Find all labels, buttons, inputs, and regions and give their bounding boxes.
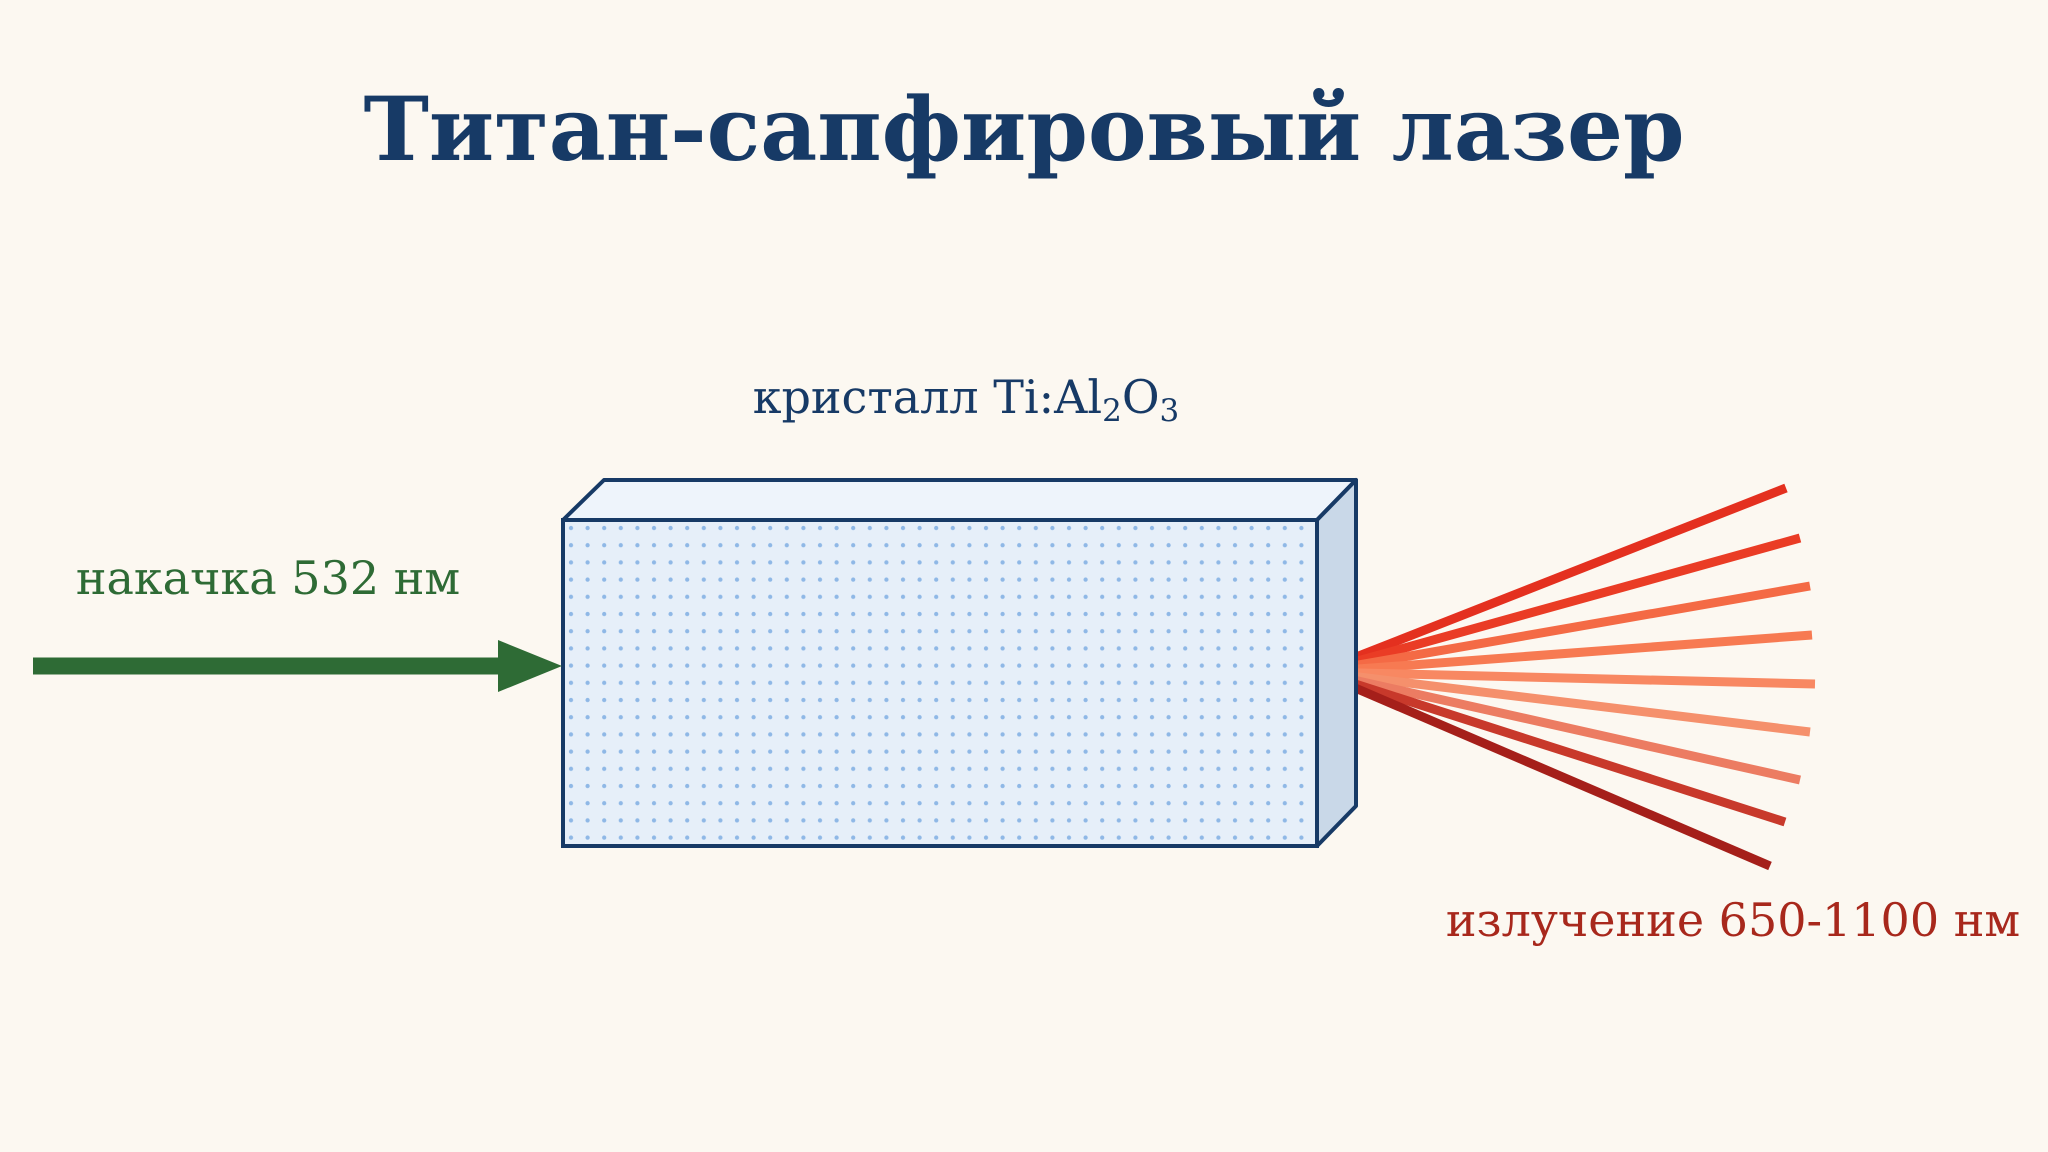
crystal-label-sub2: 3: [1160, 393, 1180, 429]
crystal-label-sub1: 2: [1102, 393, 1122, 429]
crystal-block: [561, 478, 1358, 848]
pump-arrow: [33, 640, 562, 692]
crystal-dot-pattern: [563, 520, 1317, 846]
emission-ray: [1317, 667, 1801, 785]
pump-label: накачка 532 нм: [76, 551, 460, 605]
crystal-label-mid: O: [1122, 370, 1160, 424]
emission-label: излучение 650-1100 нм: [1446, 893, 2020, 947]
emission-ray: [1317, 667, 1811, 737]
emission-ray: [1316, 667, 1787, 827]
crystal-side-face: [1315, 478, 1358, 848]
crystal-top-face: [561, 478, 1358, 522]
emission-ray: [1317, 581, 1811, 677]
emission-ray: [1317, 630, 1813, 677]
emission-ray: [1316, 483, 1788, 677]
emission-ray: [1316, 667, 1772, 871]
emission-rays: [1316, 483, 1816, 871]
crystal-label: кристалл Ti:Al2O3: [753, 370, 1180, 429]
emission-ray: [1317, 667, 1816, 689]
pump-arrow-head: [498, 640, 562, 692]
crystal-front-outline: [561, 518, 1319, 848]
page-title: Титан-сапфировый лазер: [363, 77, 1684, 181]
crystal-label-prefix: кристалл Ti:Al: [753, 370, 1102, 424]
emission-ray: [1316, 533, 1802, 677]
